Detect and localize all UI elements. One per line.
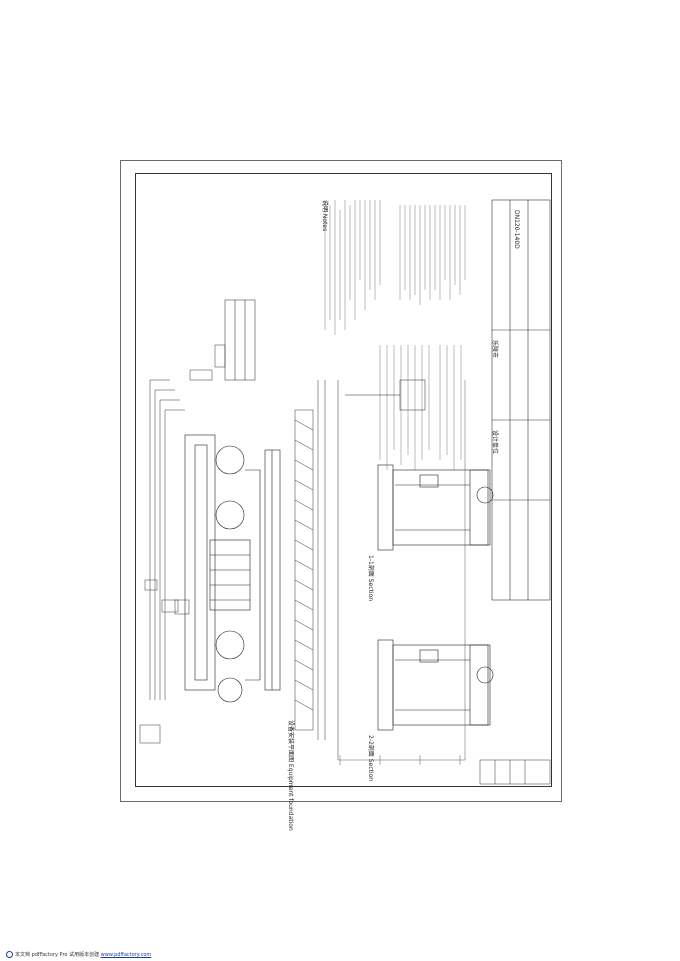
cross-section-a — [377, 464, 494, 551]
revision-block — [479, 759, 551, 785]
main-section-title: 设备安装平面图 Equipment foundation — [287, 720, 294, 831]
notes-header: 说明 Notes — [321, 200, 328, 232]
project-label: 乐陵市 — [491, 340, 498, 359]
cross-section-b — [377, 639, 494, 731]
footer-text: 本文档 pdfFactory Pro 试用版本创建 — [15, 952, 100, 958]
lower-notes-block — [379, 345, 462, 470]
pdf-footer: 本文档 pdfFactory Pro 试用版本创建 www.pdffactory… — [6, 951, 151, 958]
cross-section-b-title: 2-2剖面 Section — [367, 735, 374, 781]
dimension-line — [338, 380, 466, 765]
notes-text-block — [324, 200, 466, 335]
pdffactory-icon — [6, 951, 13, 958]
unit-label: 设计单位 — [491, 430, 498, 455]
conduit-lines — [139, 344, 226, 744]
drawing-number: DN120-140D — [513, 210, 520, 249]
foundation-strip — [294, 380, 339, 760]
drawing-frame — [135, 173, 552, 787]
pipe-detail — [224, 299, 426, 411]
footer-link[interactable]: www.pdffactory.com — [100, 952, 152, 958]
cross-section-a-title: 1-1剖面 Section — [367, 555, 374, 601]
equipment-row — [184, 434, 281, 703]
drawing-sheet — [120, 160, 562, 802]
title-block — [491, 199, 551, 601]
